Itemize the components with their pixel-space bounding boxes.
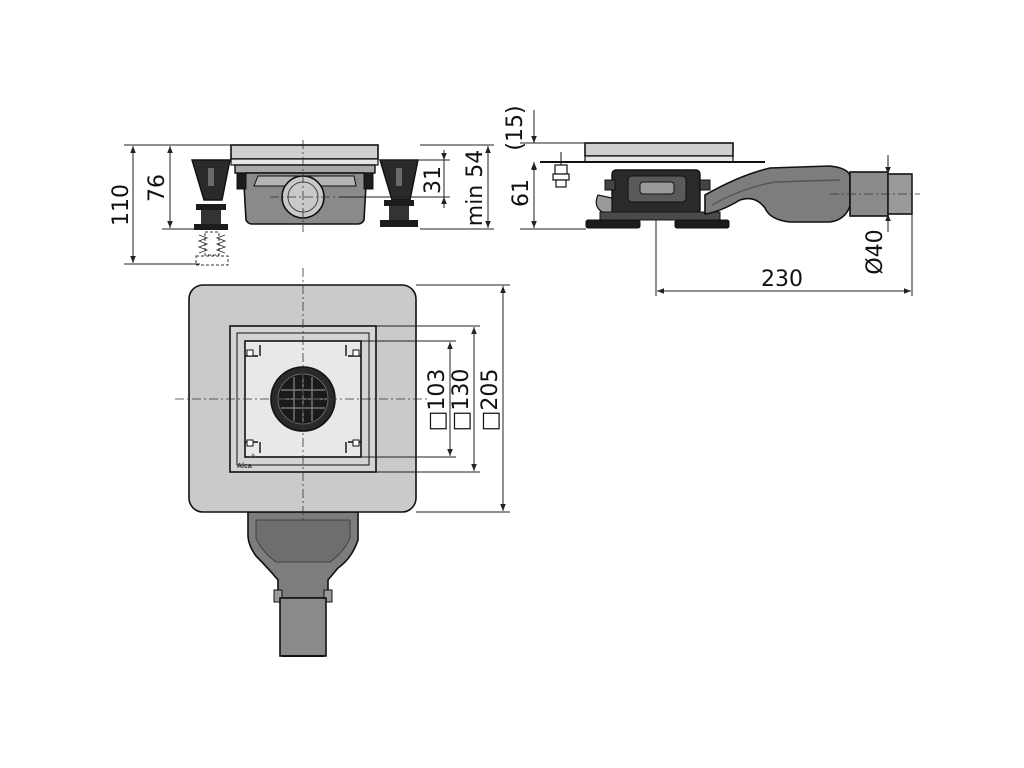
dim-frame-130: □130 <box>449 369 474 432</box>
dim-flange-205: □205 <box>478 369 503 432</box>
top-view: Alca □103 □130 □205 <box>175 268 510 657</box>
dim-230: 230 <box>761 267 803 292</box>
front-grate-plate <box>230 144 379 160</box>
front-frame-flange <box>234 164 376 174</box>
front-left-foot <box>191 159 231 266</box>
dim-15: (15) <box>503 105 528 150</box>
side-view: (15) 61 Ø40 230 <box>503 105 920 296</box>
dim-diameter-40: Ø40 <box>863 229 888 274</box>
alca-logo: Alca <box>237 463 252 470</box>
dim-min-54: min 54 <box>463 150 488 226</box>
dim-grate-103: □103 <box>425 369 450 432</box>
front-view: 110 76 31 min 54 <box>109 140 494 266</box>
front-right-foot <box>379 159 419 227</box>
dim-61: 61 <box>509 179 534 207</box>
side-grate-plate <box>584 142 734 157</box>
dim-76: 76 <box>145 174 170 202</box>
side-outlet-pipe <box>704 165 851 223</box>
dim-31: 31 <box>421 166 446 194</box>
dim-110: 110 <box>109 184 134 226</box>
